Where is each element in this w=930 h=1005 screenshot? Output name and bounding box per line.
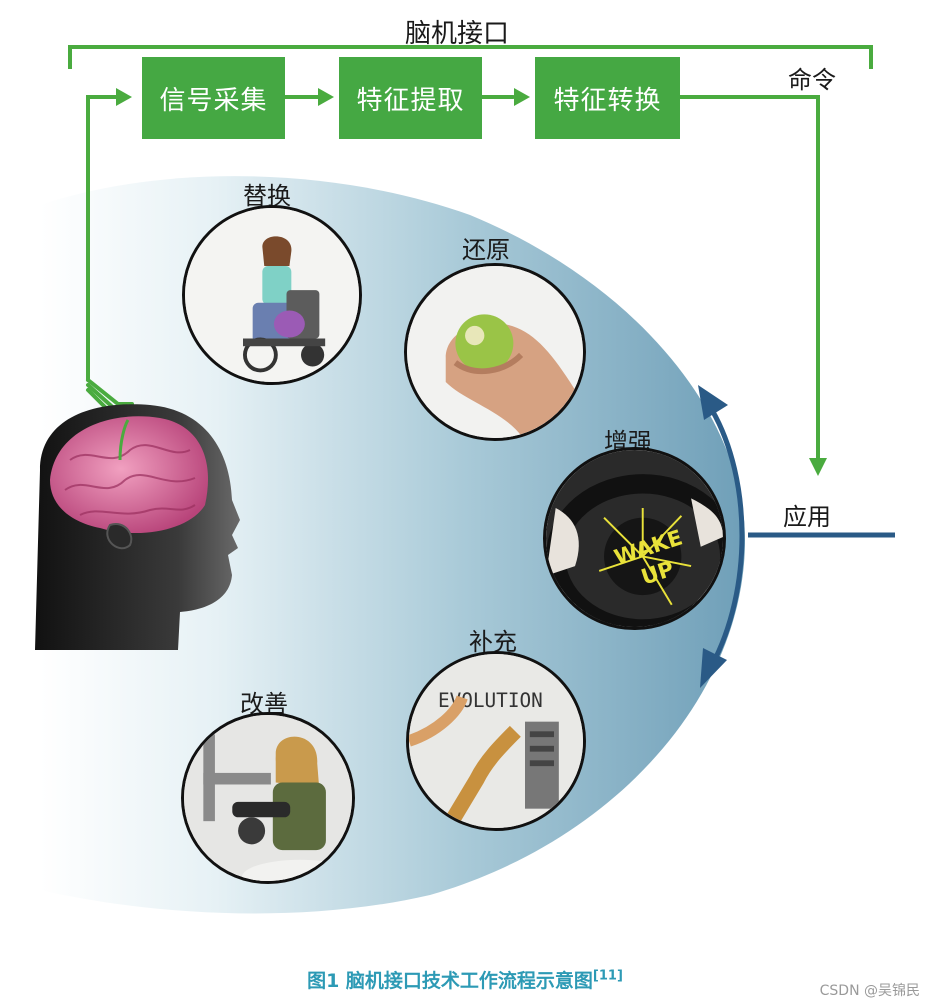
command-label: 命令 <box>788 66 836 94</box>
replace-wheelchair-image <box>182 205 362 385</box>
figure-caption: 图1 脑机接口技术工作流程示意图[11] <box>0 966 930 993</box>
brain-interface-loop-line <box>68 45 873 69</box>
brain-computer-interface-title: 脑机接口 <box>405 19 510 49</box>
supplement-robot-arm-writing-image: EVOLUTION <box>406 651 586 831</box>
improve-rehabilitation-image <box>181 712 355 884</box>
enhance-steering-wheel-image: WAKE UP <box>543 447 726 630</box>
feature-translation-box: 特征转换 <box>535 57 680 139</box>
figure-caption-ref: [11] <box>592 968 623 984</box>
figure-caption-text: 图1 脑机接口技术工作流程示意图 <box>307 970 593 992</box>
application-label: 应用 <box>783 503 831 531</box>
csdn-watermark: CSDN @吴锦民 <box>819 983 920 999</box>
restore-apple-hand-image <box>404 263 586 441</box>
signal-acquisition-box: 信号采集 <box>142 57 285 139</box>
feature-extraction-box: 特征提取 <box>339 57 482 139</box>
head-brain-illustration <box>35 404 240 650</box>
restore-label: 还原 <box>462 236 510 264</box>
